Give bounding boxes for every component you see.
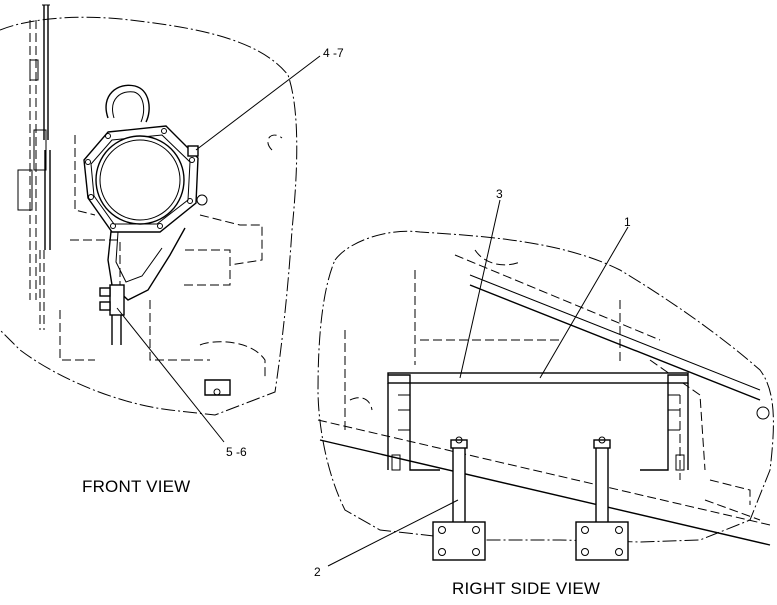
callout-4-7: 4 -7 (323, 46, 344, 60)
support-post-right (575, 436, 629, 561)
front-view-hidden-parts (59, 134, 283, 396)
octagonal-flange (83, 125, 208, 233)
front-view-frame (17, 4, 51, 330)
right-side-view-label: RIGHT SIDE VIEW (452, 579, 600, 598)
front-view-drawing (0, 4, 321, 443)
leader-1 (539, 226, 629, 379)
hose-loop (105, 84, 150, 123)
side-view-hidden-parts (344, 249, 770, 521)
crossmember (387, 372, 689, 471)
callout-3: 3 (496, 187, 503, 201)
front-view-tank-outline (0, 16, 298, 416)
leader-2 (327, 499, 459, 567)
support-post-left (432, 436, 486, 561)
mounting-bracket (107, 221, 186, 301)
leader-3 (459, 199, 501, 379)
leader-4-7 (195, 55, 321, 151)
side-view-tank-outline (317, 230, 774, 543)
side-view-frame-rail (317, 254, 771, 546)
mounting-post (99, 284, 125, 345)
front-view-label: FRONT VIEW (82, 477, 190, 496)
callout-1: 1 (624, 215, 631, 229)
callout-2: 2 (314, 565, 321, 579)
right-side-view-drawing (317, 199, 774, 567)
leader-5-6 (116, 307, 225, 443)
callout-5-6: 5 -6 (226, 445, 247, 459)
